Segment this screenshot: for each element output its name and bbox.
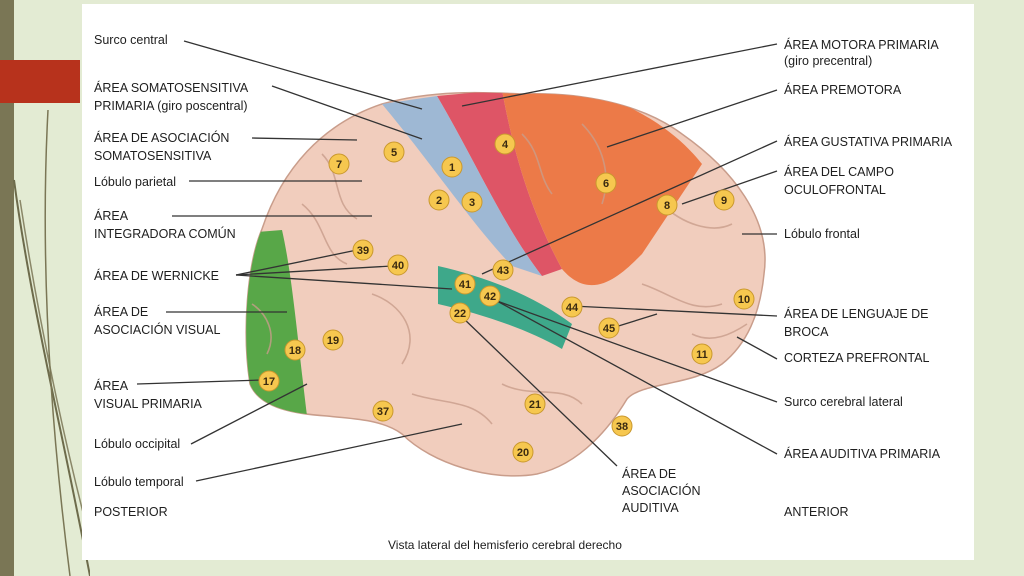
area-badge-45: 45 (598, 317, 620, 339)
area-badge-37: 37 (372, 400, 394, 422)
label-motora-primaria-1: ÁREA MOTORA PRIMARIA (784, 38, 939, 52)
area-badge-9: 9 (713, 189, 735, 211)
somatosensory-area (382, 96, 542, 276)
label-wernicke: ÁREA DE WERNICKE (94, 269, 220, 283)
label-asociacion-visual-2: ASOCIACIÓN VISUAL (94, 323, 221, 337)
label-somatosensitiva-primaria-2: PRIMARIA (giro poscentral) (94, 99, 248, 113)
label-lobulo-occipital: Lóbulo occipital (94, 437, 181, 451)
area-badge-number: 44 (566, 302, 579, 314)
label-asociacion-auditiva-2: ASOCIACIÓN (622, 484, 701, 498)
area-badge-2: 2 (428, 189, 450, 211)
area-badge-8: 8 (656, 194, 678, 216)
area-badge-19: 19 (322, 329, 344, 351)
area-badge-number: 21 (529, 399, 541, 411)
label-lobulo-frontal: Lóbulo frontal (784, 227, 860, 241)
label-asociacion-visual-1: ÁREA DE (94, 305, 149, 319)
area-badge-43: 43 (492, 259, 514, 281)
area-badge-number: 42 (484, 291, 496, 303)
area-badge-18: 18 (284, 339, 306, 361)
area-badge-number: 37 (377, 406, 389, 418)
label-lobulo-parietal: Lóbulo parietal (94, 175, 177, 189)
area-badge-number: 45 (603, 323, 615, 335)
area-badge-38: 38 (611, 415, 633, 437)
area-badge-42: 42 (479, 285, 501, 307)
label-lobulo-temporal: Lóbulo temporal (94, 475, 184, 489)
area-badge-number: 4 (502, 139, 509, 151)
area-badge-7: 7 (328, 153, 350, 175)
slide-left-band (0, 0, 14, 576)
area-badge-number: 3 (469, 197, 475, 209)
area-badge-4: 4 (494, 133, 516, 155)
label-asociacion-somato-2: SOMATOSENSITIVA (94, 149, 212, 163)
area-badge-number: 19 (327, 335, 339, 347)
area-badge-number: 1 (449, 162, 455, 174)
area-badge-17: 17 (258, 370, 280, 392)
label-visual-primaria-1: ÁREA (94, 379, 129, 393)
area-badge-number: 38 (616, 421, 628, 433)
area-badge-11: 11 (691, 343, 713, 365)
label-asociacion-auditiva-1: ÁREA DE (622, 467, 677, 481)
area-badge-39: 39 (352, 239, 374, 261)
area-badge-number: 10 (738, 294, 750, 306)
label-visual-primaria-2: VISUAL PRIMARIA (94, 397, 202, 411)
area-badge-10: 10 (733, 288, 755, 310)
area-badge-number: 18 (289, 345, 301, 357)
area-badge-number: 40 (392, 260, 404, 272)
label-broca-1: ÁREA DE LENGUAJE DE (784, 307, 929, 321)
area-badge-number: 9 (721, 195, 727, 207)
label-posterior: POSTERIOR (94, 505, 168, 519)
label-anterior: ANTERIOR (784, 505, 849, 519)
label-prefrontal: CORTEZA PREFRONTAL (784, 351, 930, 365)
area-badge-number: 2 (436, 195, 442, 207)
label-integradora-1: ÁREA (94, 209, 129, 223)
slide-accent-tab (0, 60, 80, 103)
label-campo-oculofrontal-1: ÁREA DEL CAMPO (784, 165, 894, 179)
label-surco-lateral: Surco cerebral lateral (784, 395, 903, 409)
label-surco-central: Surco central (94, 33, 168, 47)
area-badge-20: 20 (512, 441, 534, 463)
area-badge-number: 7 (336, 159, 342, 171)
label-asociacion-somato-1: ÁREA DE ASOCIACIÓN (94, 131, 230, 145)
area-badge-1: 1 (441, 156, 463, 178)
area-badge-number: 6 (603, 178, 609, 190)
area-badge-21: 21 (524, 393, 546, 415)
area-badge-6: 6 (595, 172, 617, 194)
area-badge-5: 5 (383, 141, 405, 163)
motor-area (437, 92, 562, 276)
label-premotora: ÁREA PREMOTORA (784, 83, 902, 97)
label-motora-primaria-2: (giro precentral) (784, 54, 873, 68)
area-badge-number: 8 (664, 200, 670, 212)
area-badge-number: 11 (696, 349, 708, 361)
label-campo-oculofrontal-2: OCULOFRONTAL (784, 183, 886, 197)
label-somatosensitiva-primaria-1: ÁREA SOMATOSENSITIVA (94, 81, 249, 95)
area-badge-number: 20 (517, 447, 529, 459)
diagram-caption: Vista lateral del hemisferio cerebral de… (388, 538, 622, 552)
area-badge-number: 39 (357, 245, 369, 257)
area-badge-44: 44 (561, 296, 583, 318)
area-badge-number: 41 (459, 279, 471, 291)
label-integradora-2: INTEGRADORA COMÚN (94, 227, 236, 241)
label-broca-2: BROCA (784, 325, 829, 339)
area-badge-3: 3 (461, 191, 483, 213)
area-badge-number: 5 (391, 147, 397, 159)
area-badge-41: 41 (454, 273, 476, 295)
area-badge-40: 40 (387, 254, 409, 276)
area-badge-number: 17 (263, 376, 275, 388)
area-badge-number: 22 (454, 308, 466, 320)
area-badge-number: 43 (497, 265, 509, 277)
area-badge-22: 22 (449, 302, 471, 324)
label-gustativa: ÁREA GUSTATIVA PRIMARIA (784, 135, 953, 149)
label-asociacion-auditiva-3: AUDITIVA (622, 501, 679, 515)
label-auditiva-primaria: ÁREA AUDITIVA PRIMARIA (784, 447, 941, 461)
